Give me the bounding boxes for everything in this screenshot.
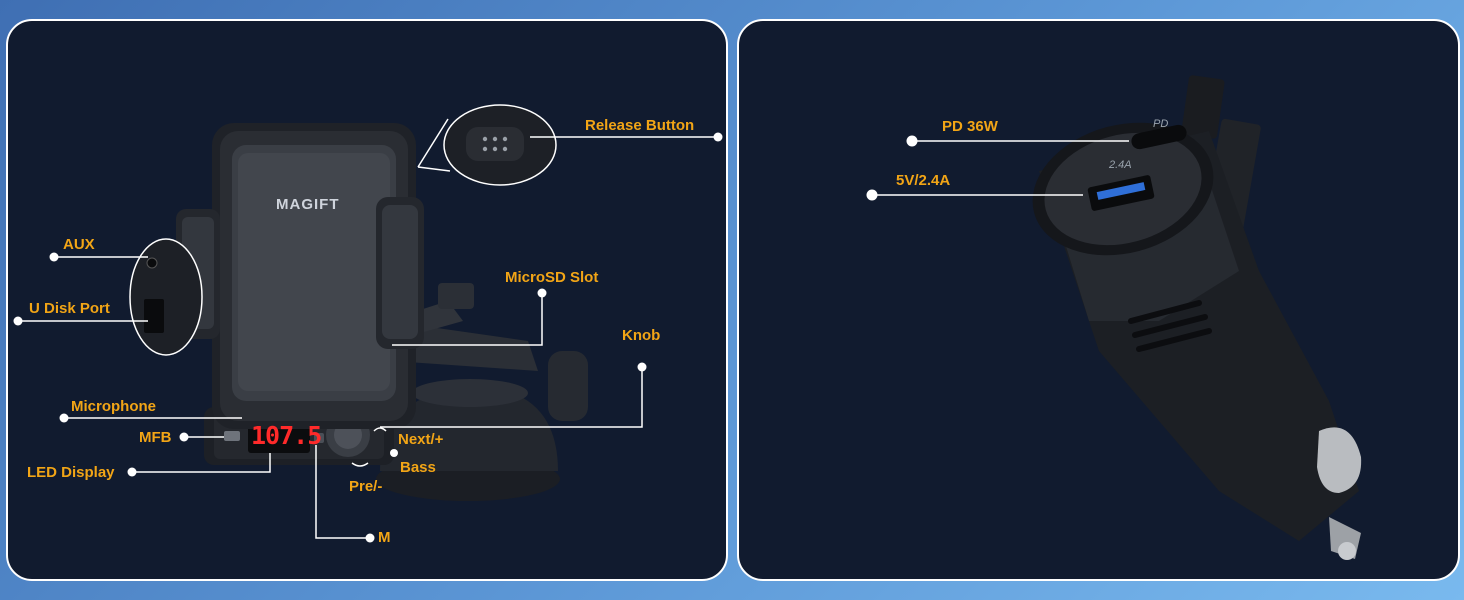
label-u-disk-port: U Disk Port	[29, 300, 110, 317]
pd-port-mark: PD	[1153, 118, 1169, 130]
label-release-button: Release Button	[585, 117, 695, 134]
label-led-display: LED Display	[27, 464, 115, 481]
label-next: Next/+	[398, 431, 444, 448]
car-charger-illustration	[866, 75, 1362, 560]
label-pd-36w: PD 36W	[942, 118, 998, 135]
led-display-readout: 107.5	[251, 421, 322, 450]
right-product-panel: PD 2.4A PD 36W 5V/2.4A	[737, 19, 1460, 581]
label-knob: Knob	[622, 327, 661, 344]
label-bass: Bass	[400, 459, 436, 476]
label-microphone: Microphone	[71, 398, 156, 415]
label-aux: AUX	[63, 236, 95, 253]
label-pre: Pre/-	[349, 478, 383, 495]
usb-port-mark: 2.4A	[1109, 159, 1132, 171]
label-microsd-slot: MicroSD Slot	[505, 269, 599, 286]
label-m: M	[378, 529, 391, 546]
label-5v-2-4a: 5V/2.4A	[896, 172, 951, 189]
left-product-panel: MAGIFT 107.5 Release Button AUX U Disk P…	[6, 19, 728, 581]
brand-logo: MAGIFT	[276, 196, 340, 213]
phone-holder-illustration	[13, 104, 723, 543]
label-mfb: MFB	[139, 429, 172, 446]
